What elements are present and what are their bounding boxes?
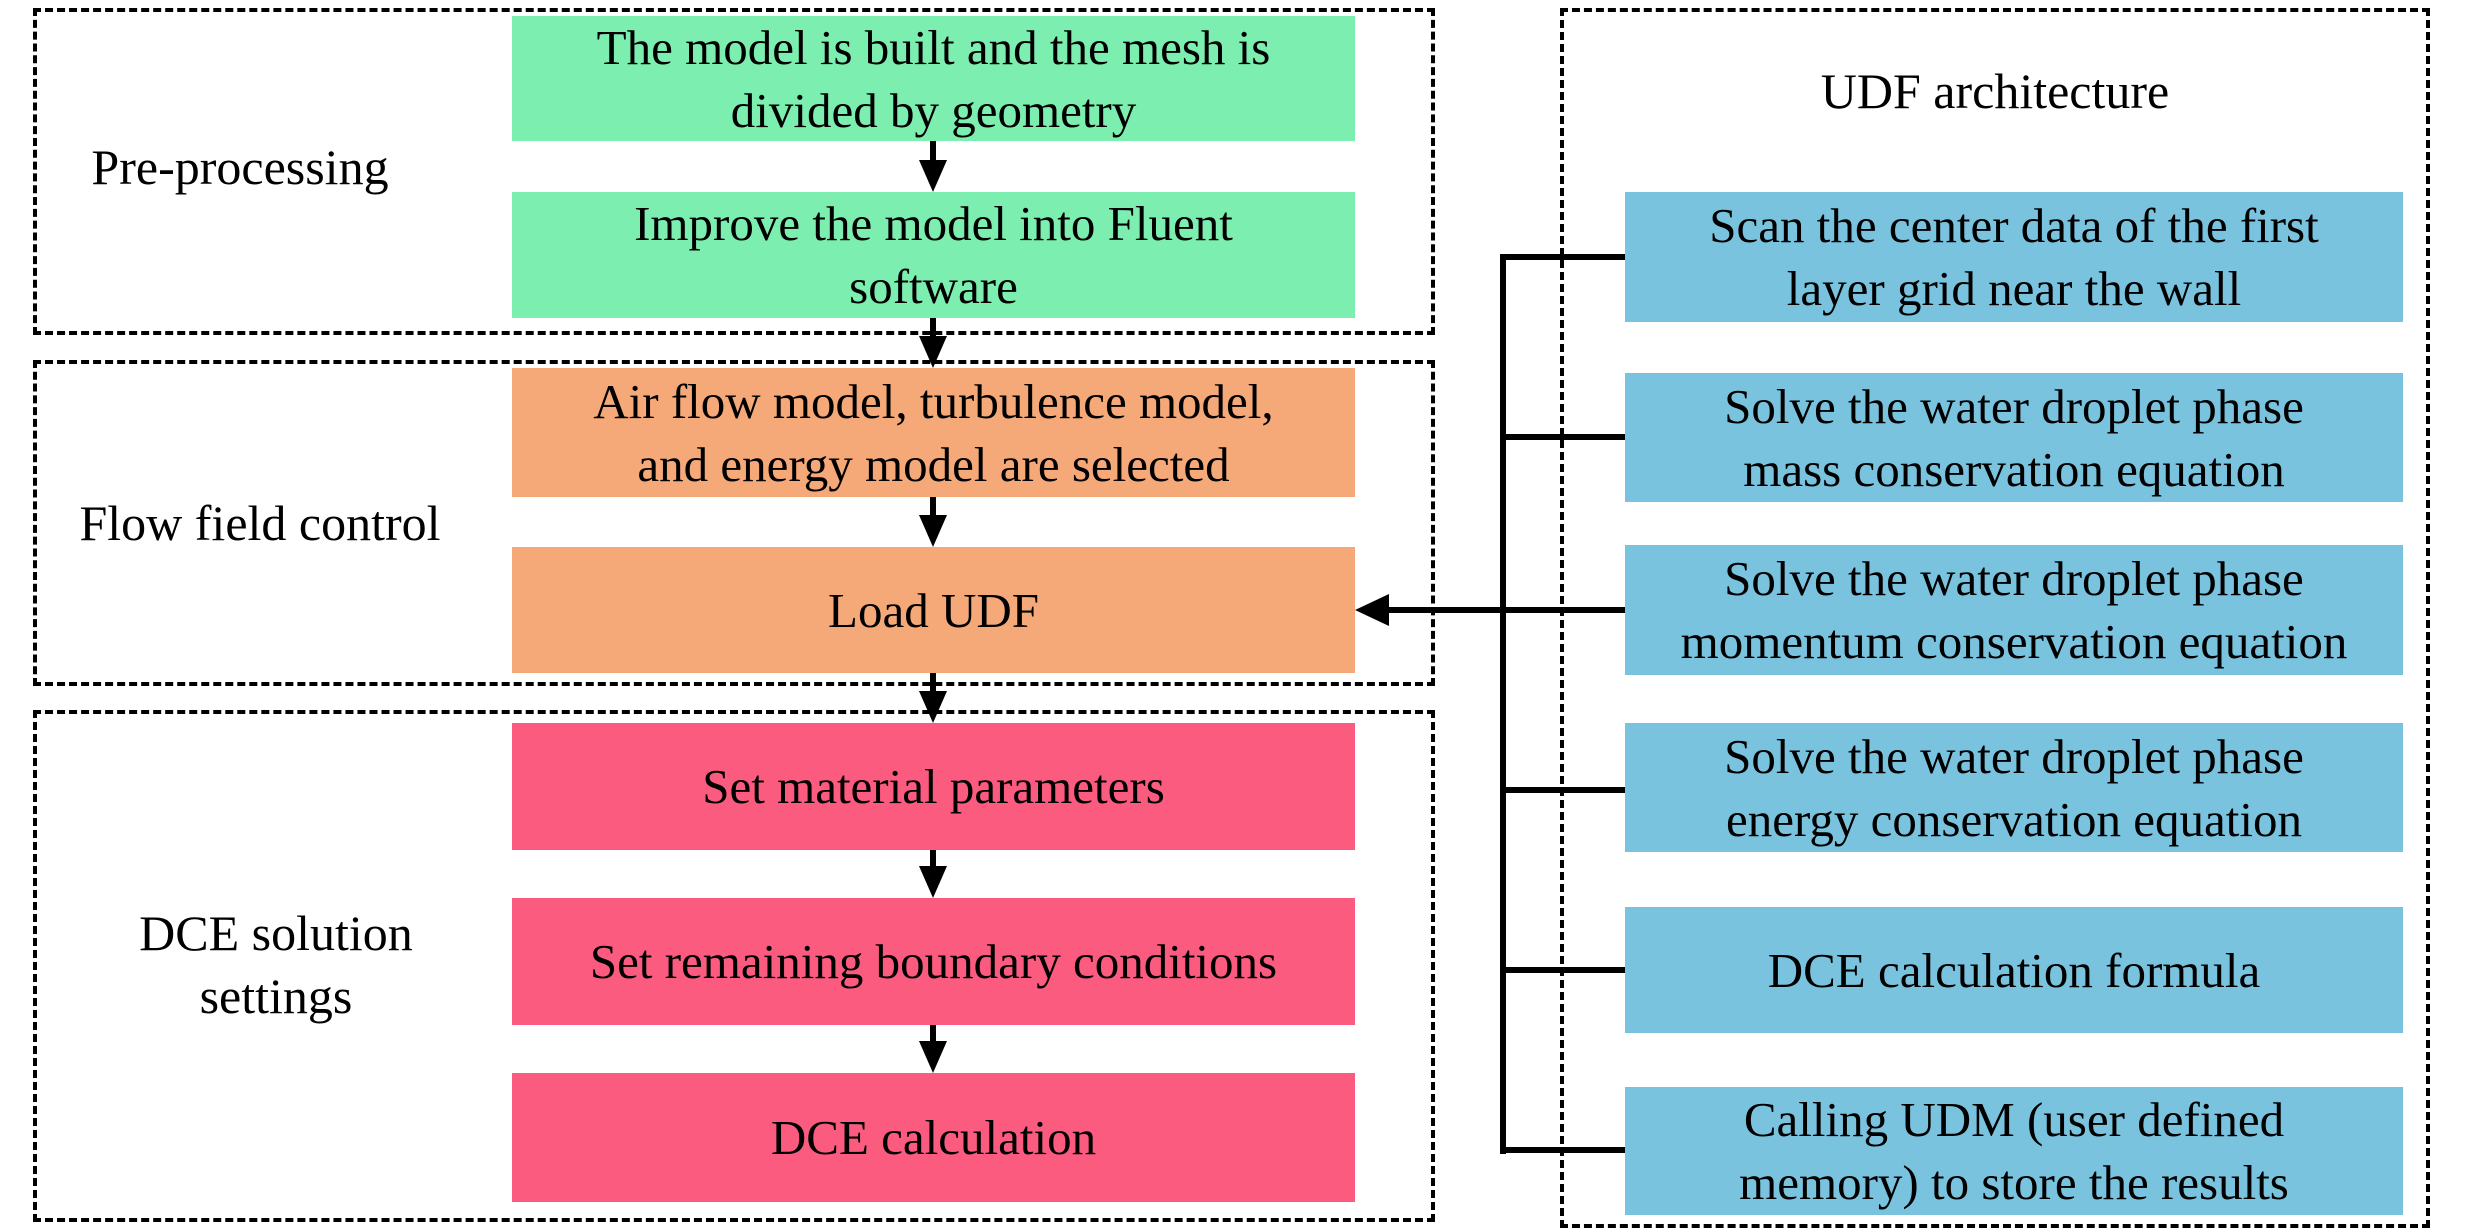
udf-bracket-stub-mass <box>1500 434 1625 440</box>
section-dce-solution <box>33 710 1435 1222</box>
step-dce-calculation: DCE calculation <box>512 1073 1355 1202</box>
step-load-udf: Load UDF <box>512 547 1355 673</box>
udf-bracket-stub-scan <box>1500 254 1625 260</box>
flow-arrow-6-head <box>919 1041 947 1073</box>
flow-arrow-2-head <box>919 336 947 368</box>
section-pre-processing <box>33 8 1435 335</box>
udf-step-formula: DCE calculation formula <box>1625 907 2403 1033</box>
udf-step-udm-store: Calling UDM (user defined memory) to sto… <box>1625 1087 2403 1215</box>
udf-architecture-title: UDF architecture <box>1820 63 2170 119</box>
flow-arrow-1-stem <box>930 141 936 163</box>
udf-step-mass: Solve the water droplet phase mass conse… <box>1625 373 2403 502</box>
flow-arrow-2-stem <box>930 318 936 338</box>
udf-bracket-stub-formula <box>1500 967 1625 973</box>
flow-arrow-6-stem <box>930 1025 936 1043</box>
flow-arrow-4-stem <box>930 673 936 693</box>
step-select-models: Air flow model, turbulence model, and en… <box>512 368 1355 497</box>
flow-arrow-3-head <box>919 515 947 547</box>
section-flow-field-control <box>33 360 1435 686</box>
udf-bracket-vertical-line <box>1500 254 1506 1154</box>
udf-bracket-stub-energy <box>1500 787 1625 793</box>
pre-processing-label: Pre-processing <box>91 139 389 195</box>
udf-step-momentum: Solve the water droplet phase momentum c… <box>1625 545 2403 675</box>
udf-to-load-udf-arrow-head <box>1355 594 1389 626</box>
section-udf-architecture <box>1560 8 2430 1228</box>
step-import-into-fluent: Improve the model into Fluent software <box>512 192 1355 318</box>
udf-to-load-udf-arrow-stem <box>1389 607 1625 613</box>
udf-step-scan-grid: Scan the center data of the first layer … <box>1625 192 2403 322</box>
flow-arrow-3-stem <box>930 497 936 517</box>
flow-field-control-label: Flow field control <box>79 495 441 551</box>
flow-arrow-5-head <box>919 866 947 898</box>
udf-step-energy: Solve the water droplet phase energy con… <box>1625 723 2403 852</box>
step-build-model-mesh: The model is built and the mesh is divid… <box>512 16 1355 141</box>
step-set-boundary: Set remaining boundary conditions <box>512 898 1355 1025</box>
dce-solution-label: DCE solution settings <box>139 905 413 1024</box>
flow-arrow-5-stem <box>930 850 936 868</box>
step-set-material: Set material parameters <box>512 723 1355 850</box>
udf-bracket-stub-udm <box>1500 1147 1625 1153</box>
flow-arrow-4-head <box>919 691 947 723</box>
flow-arrow-1-head <box>919 160 947 192</box>
